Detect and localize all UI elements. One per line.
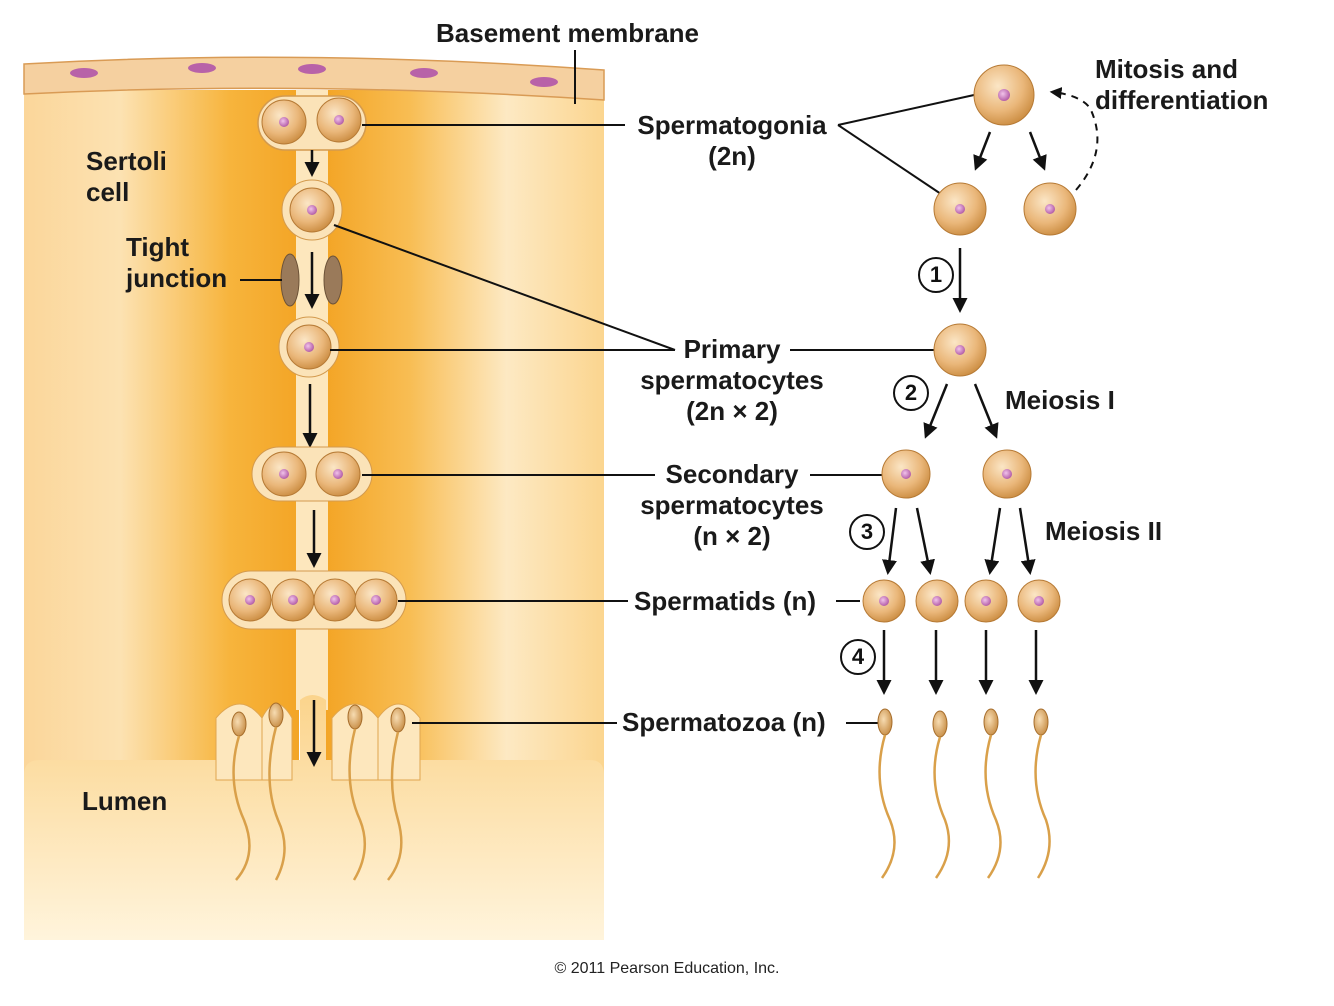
sertoli-line1: Sertoli [86, 146, 167, 176]
tight-junction-right [323, 255, 343, 305]
step-4-marker: 4 [840, 639, 876, 675]
sertoli-cell-region [23, 50, 605, 940]
sertoli-cell-label: Sertoli cell [86, 146, 167, 208]
primary-line3: (2n × 2) [686, 396, 778, 426]
tight-line1: Tight [126, 232, 190, 262]
secondary-spermatocytes-label: Secondary spermatocytes (n × 2) [632, 459, 832, 552]
lumen-label: Lumen [82, 786, 168, 816]
left-sperm-tails [232, 726, 403, 881]
mitosis-line2: differentiation [1095, 85, 1269, 115]
spermatogonia-line1: Spermatogonia [637, 110, 827, 140]
right-flow [862, 64, 1099, 879]
step-1-marker: 1 [918, 257, 954, 293]
mitosis-label: Mitosis and differentiation [1095, 54, 1268, 116]
sertoli-line2: cell [86, 177, 130, 207]
tight-junction-label: Tight junction [126, 232, 227, 294]
basement-membrane [23, 56, 605, 101]
secondary-line2: spermatocytes [640, 490, 824, 520]
copyright-notice: © 2011 Pearson Education, Inc. [554, 960, 780, 977]
right-sperm-heads [877, 708, 1049, 738]
step-3-marker: 3 [849, 514, 885, 550]
lumen-area [24, 695, 604, 940]
tight-line2: junction [126, 263, 228, 293]
meiosis-1-label: Meiosis I [1005, 385, 1115, 415]
leader-lines [240, 94, 975, 724]
tight-junction-left [280, 253, 300, 307]
left-cell-column [215, 95, 421, 881]
primary-line1: Primary [683, 334, 781, 364]
mitosis-line1: Mitosis and [1095, 54, 1239, 84]
spermatogonia-label: Spermatogonia (2n) [630, 110, 834, 172]
spermatogonia-line2: (2n) [708, 141, 756, 171]
membrane-nuclei [70, 63, 558, 87]
secondary-line1: Secondary [665, 459, 799, 489]
meiosis-2-label: Meiosis II [1045, 516, 1163, 546]
spermatozoa-label: Spermatozoa (n) [622, 707, 826, 737]
right-sperm-tails [878, 734, 1051, 879]
secondary-line3: (n × 2) [693, 521, 771, 551]
basement-membrane-label: Basement membrane [436, 18, 699, 48]
primary-spermatocytes-label: Primary spermatocytes (2n × 2) [632, 334, 832, 427]
step-2-marker: 2 [893, 375, 929, 411]
primary-line2: spermatocytes [640, 365, 824, 395]
spermatids-label: Spermatids (n) [634, 586, 817, 616]
